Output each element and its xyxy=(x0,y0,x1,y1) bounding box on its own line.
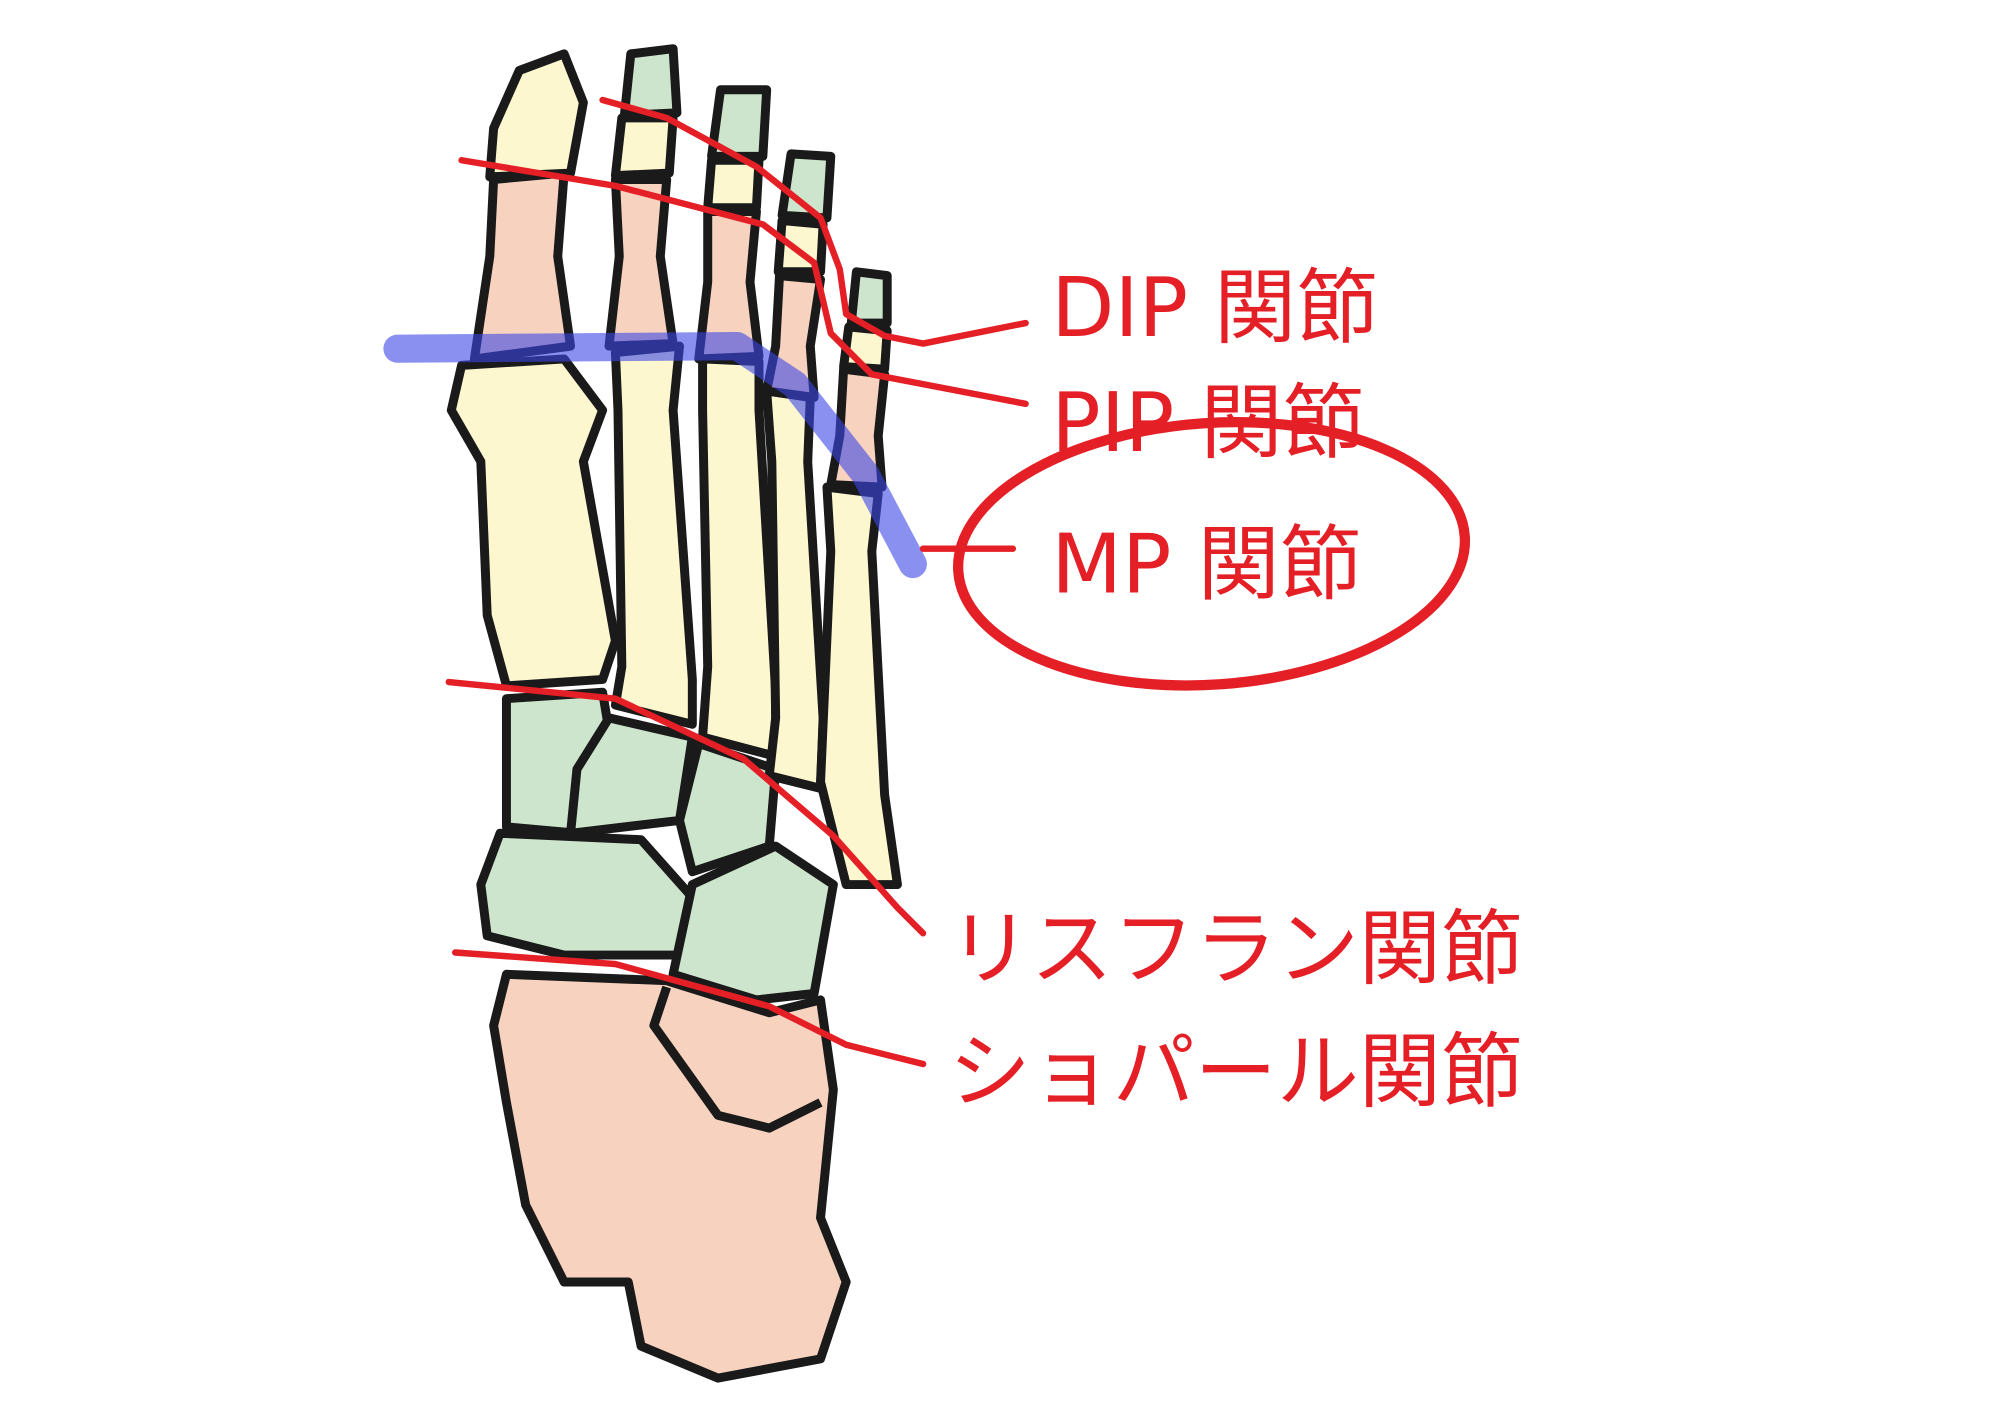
chopart-joint-line xyxy=(451,949,927,1068)
label-pip: PIP 関節 xyxy=(1051,376,1364,471)
midfoot-tarsals xyxy=(476,687,838,1005)
label-chopart: ショパール関節 xyxy=(949,1025,1523,1120)
distal-phalanges xyxy=(485,44,892,328)
dip-joint-line xyxy=(599,96,1029,347)
mp-highlight-circle xyxy=(953,417,1471,691)
lisfranc-joint-line xyxy=(445,678,927,937)
pip-joint-line xyxy=(458,157,1029,408)
metatarsals xyxy=(446,341,902,890)
label-lisfranc: リスフラン関節 xyxy=(949,902,1523,997)
label-mp: MP 関節 xyxy=(1051,517,1361,612)
mp-joint-highlight xyxy=(383,332,927,579)
label-dip: DIP 関節 xyxy=(1051,261,1378,356)
hindfoot-bones xyxy=(489,969,851,1383)
